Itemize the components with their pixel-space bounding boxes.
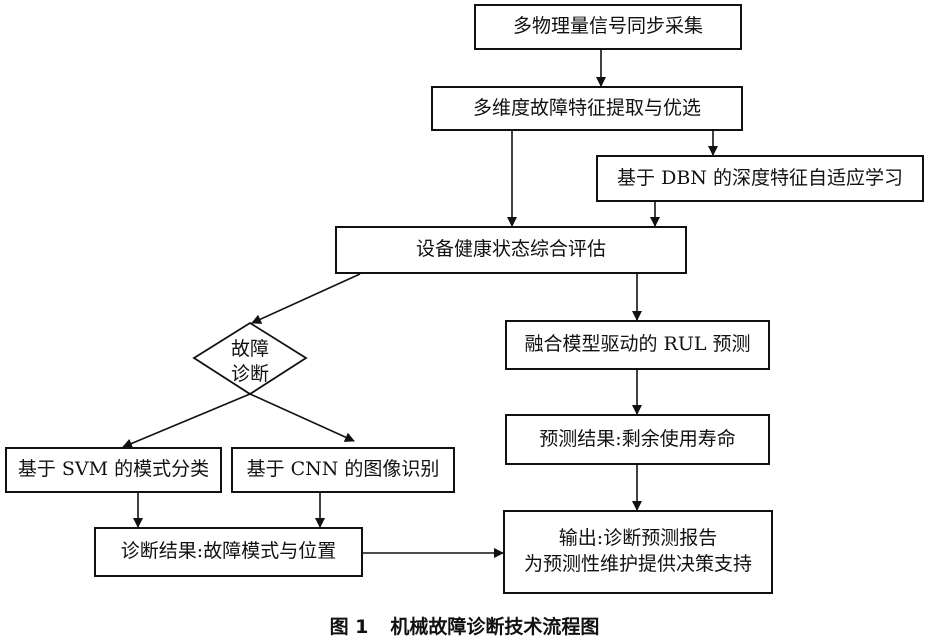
figure-number: 图 1 — [329, 616, 369, 638]
node-health-assessment-label: 设备健康状态综合评估 — [415, 238, 606, 261]
decision-fault-diagnosis: 故障 诊断 — [215, 332, 285, 392]
arrow-decision-to-n7 — [122, 393, 251, 449]
node-diagnosis-result-label: 诊断结果:故障模式与位置 — [120, 540, 337, 563]
node-cnn-recognition: 基于 CNN 的图像识别 — [231, 447, 455, 493]
node-signal-acquisition: 多物理量信号同步采集 — [474, 4, 742, 50]
node-feature-extraction-label: 多维度故障特征提取与优选 — [472, 96, 701, 119]
arrow-decision-to-n8 — [249, 393, 355, 442]
node-prediction-result: 预测结果:剩余使用寿命 — [505, 414, 770, 465]
node-diagnosis-result: 诊断结果:故障模式与位置 — [94, 527, 363, 577]
node-prediction-result-label: 预测结果:剩余使用寿命 — [539, 427, 736, 450]
node-health-assessment: 设备健康状态综合评估 — [335, 226, 687, 274]
node-feature-extraction: 多维度故障特征提取与优选 — [431, 86, 743, 131]
figure-caption: 图 1 机械故障诊断技术流程图 — [0, 612, 929, 639]
arrow-n4-to-decision — [251, 273, 361, 324]
node-dbn-learning: 基于 DBN 的深度特征自适应学习 — [596, 155, 924, 202]
decision-diamond — [192, 321, 308, 396]
decision-line-1: 故障 — [230, 338, 269, 361]
node-output-report-line-1: 输出:诊断预测报告 — [558, 527, 718, 550]
node-cnn-recognition-label: 基于 CNN 的图像识别 — [246, 458, 440, 481]
node-svm-classification-label: 基于 SVM 的模式分类 — [17, 458, 210, 481]
node-output-report: 输出:诊断预测报告 为预测性维护提供决策支持 — [503, 510, 773, 594]
decision-line-2: 诊断 — [230, 363, 269, 385]
node-output-report-line-2: 为预测性维护提供决策支持 — [523, 553, 752, 575]
node-rul-prediction: 融合模型驱动的 RUL 预测 — [505, 320, 770, 370]
node-dbn-learning-label: 基于 DBN 的深度特征自适应学习 — [617, 166, 903, 189]
node-rul-prediction-label: 融合模型驱动的 RUL 预测 — [524, 333, 751, 356]
figure-title: 机械故障诊断技术流程图 — [390, 616, 600, 638]
node-signal-acquisition-label: 多物理量信号同步采集 — [512, 15, 703, 38]
node-svm-classification: 基于 SVM 的模式分类 — [5, 447, 222, 493]
